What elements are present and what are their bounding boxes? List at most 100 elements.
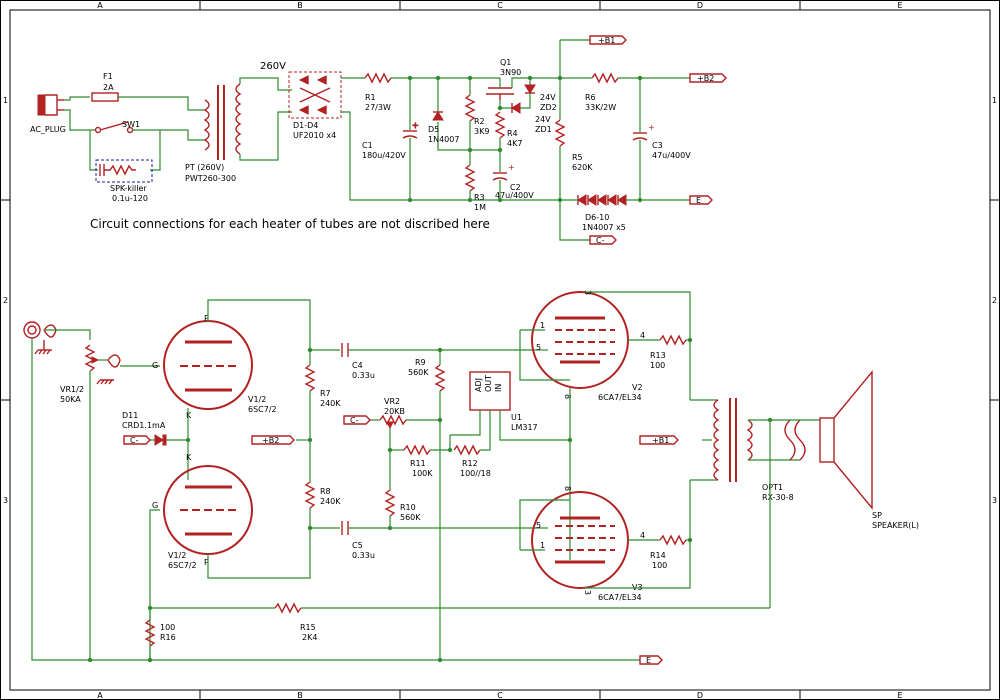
- v3-pin4: 4: [640, 531, 645, 540]
- spark-killer: SPK-killer 0.1u-120: [95, 159, 153, 203]
- r3-value: 1M: [474, 203, 486, 212]
- capacitor-c4: C4 0.33u: [341, 343, 375, 380]
- r8-value: 240K: [320, 497, 341, 506]
- c1-label: C1: [362, 141, 373, 150]
- v1a-pin-k: K: [186, 411, 192, 420]
- r3-label: R3: [474, 193, 485, 202]
- svg-text:+: +: [648, 123, 655, 132]
- zd1-label: ZD1: [535, 125, 552, 134]
- row-label: 1: [992, 96, 997, 105]
- u1-in: IN: [494, 384, 503, 392]
- d1-value: UF2010 x4: [293, 131, 336, 140]
- v1a-pin-p: P: [204, 314, 209, 323]
- v260-label: 260V: [260, 61, 286, 72]
- amp-cm-label: C-: [130, 436, 139, 445]
- bridge-rectifier: D1-D4 UF2010 x4: [288, 71, 342, 140]
- r11-label: R11: [410, 459, 426, 468]
- r6-label: R6: [585, 93, 596, 102]
- v2-value: 6CA7/EL34: [598, 393, 642, 402]
- resistor-r3: R3 1M: [464, 164, 486, 212]
- v1a-pin-g: G: [152, 361, 158, 370]
- r6-value: 33K/2W: [585, 103, 616, 112]
- v1a-value: 6SC7/2: [248, 405, 277, 414]
- r14-label: R14: [650, 551, 666, 560]
- v2-label: V2: [632, 383, 643, 392]
- v1b-pin-k: K: [186, 453, 192, 462]
- v1b-label: V1/2: [168, 551, 186, 560]
- v1b-pin-g: G: [152, 501, 158, 510]
- port-c-minus-vr2: C-: [343, 415, 371, 425]
- v2-pin4: 4: [640, 331, 645, 340]
- d11-label: D11: [122, 411, 138, 420]
- u1-adj: ADJ: [474, 378, 483, 392]
- fuse-f1: F1 2A: [91, 72, 119, 102]
- vr1-label: VR1/2: [60, 385, 84, 394]
- d5-label: D5: [428, 125, 439, 134]
- zd2-label: ZD2: [540, 103, 557, 112]
- c4-label: C4: [352, 361, 363, 370]
- spk-killer-label: SPK-killer: [110, 184, 147, 193]
- diode-string-d6: D6-10 1N4007 x5: [577, 194, 627, 232]
- sw1-label: SW1: [122, 120, 140, 129]
- tube-v2: 1 5 4 3 8 V2 6CA7/EL34: [531, 290, 645, 402]
- q1-label: Q1: [500, 58, 511, 67]
- power-transformer: PT (260V) PWT260-300 260V: [185, 61, 286, 183]
- resistor-r15: R15 2K4: [274, 602, 317, 642]
- r13-label: R13: [650, 351, 666, 360]
- port-b1: +B1: [589, 35, 627, 45]
- resistor-r14: R14 100: [650, 534, 687, 570]
- c5-value: 0.33u: [352, 551, 375, 560]
- r16-value: 100: [160, 623, 175, 632]
- row-label: 3: [992, 496, 997, 505]
- amp-b2-label: +B2: [262, 436, 279, 445]
- v3-pin8: 8: [563, 486, 572, 491]
- r15-value: 2K4: [302, 633, 317, 642]
- opt-value: RX-30-8: [762, 493, 794, 502]
- r4-label: R4: [507, 129, 518, 138]
- ac-plug-label: AC_PLUG: [30, 125, 66, 134]
- capacitor-c1: + C1 180u/420V: [362, 121, 419, 161]
- d1-label: D1-D4: [293, 121, 318, 130]
- mosfet-q1: Q1 3N90: [486, 58, 521, 100]
- resistor-r13: R13 100: [650, 334, 687, 370]
- r12-label: R12: [462, 459, 478, 468]
- row-label: 1: [3, 96, 8, 105]
- port-e: E: [689, 195, 713, 205]
- note-text: Circuit connections for each heater of t…: [90, 217, 490, 231]
- col-label: B: [297, 691, 303, 700]
- v3-value: 6CA7/EL34: [598, 593, 642, 602]
- resistor-r4: R4 4K7: [494, 111, 522, 148]
- r16-label: R16: [160, 633, 176, 642]
- d6-value: 1N4007 x5: [582, 223, 626, 232]
- port-b2-label: +B2: [697, 74, 714, 83]
- r8-label: R8: [320, 487, 331, 496]
- row-label: 2: [992, 296, 997, 305]
- resistor-r1: R1 27/3W: [364, 72, 392, 112]
- col-label: A: [97, 1, 103, 10]
- ac-plug: AC_PLUG: [30, 94, 66, 134]
- opt-label: OPT1: [762, 483, 783, 492]
- capacitor-c5: C5 0.33u: [341, 521, 375, 560]
- vr2-cm-label: C-: [350, 416, 359, 425]
- r4-value: 4K7: [507, 139, 522, 148]
- v3-pin5: 5: [536, 521, 541, 530]
- amp-b1-label: +B1: [652, 436, 669, 445]
- resistor-r12: R12 100//18: [453, 444, 491, 478]
- resistor-r10: R10 560K: [384, 489, 421, 522]
- port-c-minus: C-: [589, 235, 617, 245]
- port-c-minus-amp: C-: [123, 435, 151, 445]
- r10-value: 560K: [400, 513, 421, 522]
- vr2-value: 20KB: [384, 407, 405, 416]
- pt-value: PWT260-300: [185, 174, 236, 183]
- col-label: C: [497, 1, 503, 10]
- zd1-voltage: 24V: [535, 115, 551, 124]
- r9-value: 560K: [408, 368, 429, 377]
- r15-label: R15: [300, 623, 316, 632]
- row-label: 2: [3, 296, 8, 305]
- resistor-r5: R5 620K: [554, 119, 593, 172]
- svg-text:+: +: [412, 121, 419, 130]
- tube-v1-upper: G P K V1/2 6SC7/2: [152, 314, 277, 420]
- col-label: E: [897, 691, 902, 700]
- port-b2-amp: +B2: [251, 435, 295, 445]
- r2-label: R2: [474, 117, 485, 126]
